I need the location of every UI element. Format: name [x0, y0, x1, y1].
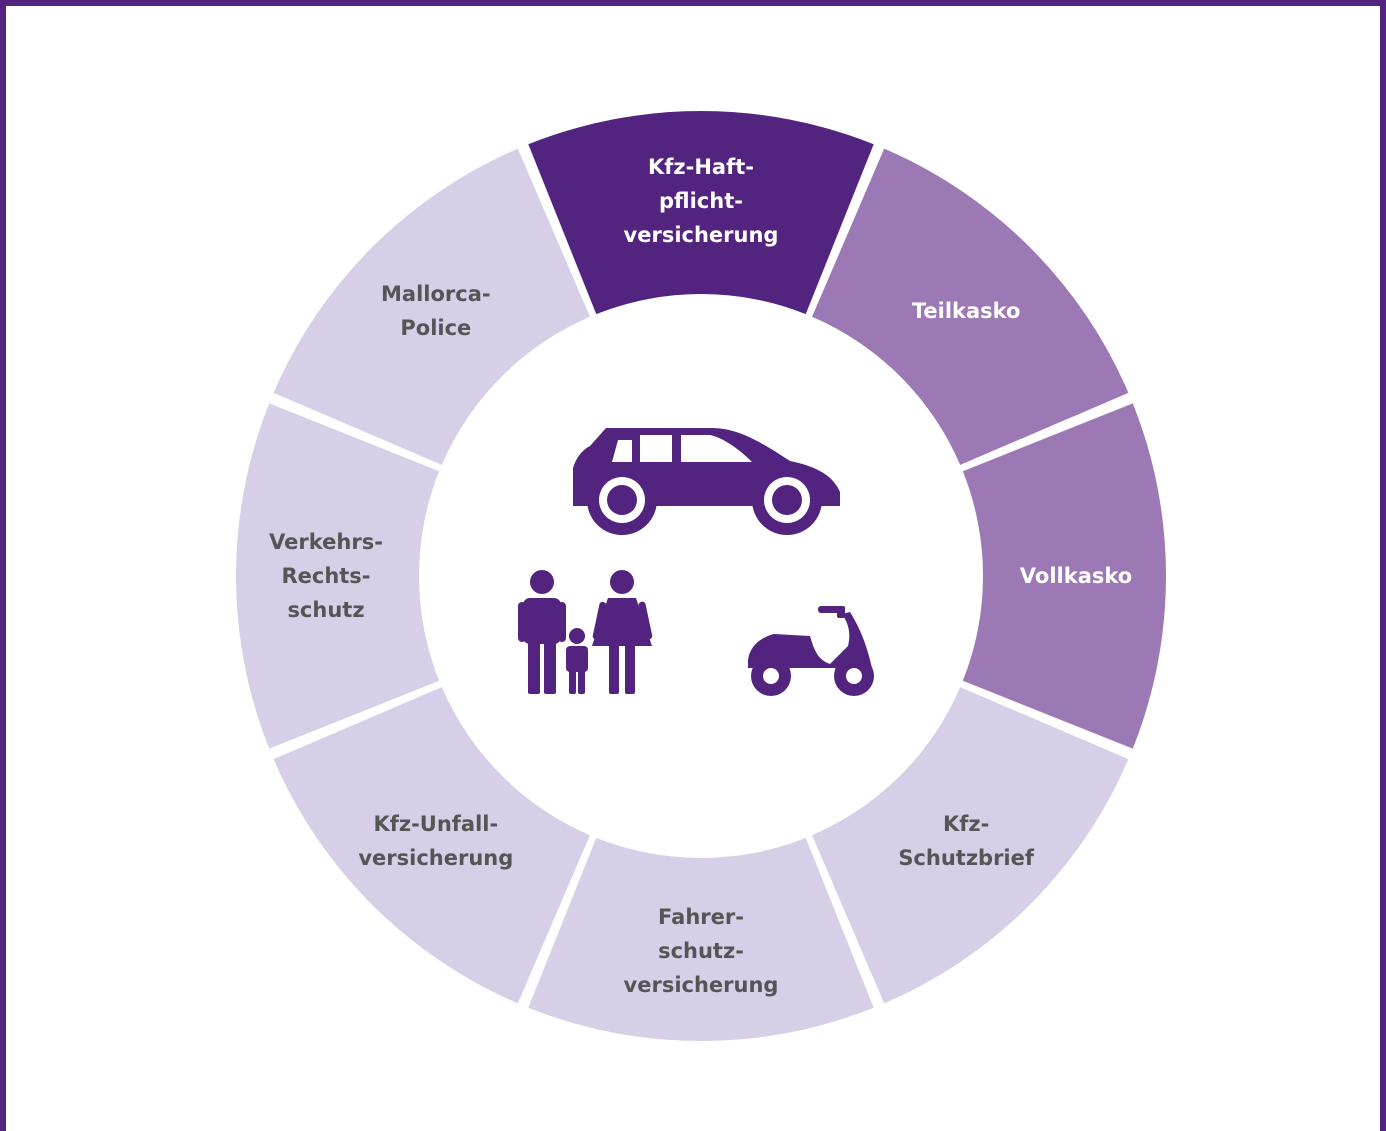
label-kfz-haftpflicht: Kfz-Haft-pflicht-versicherung [624, 155, 779, 247]
wheel-segments [235, 111, 1166, 1041]
label-line: pflicht- [659, 189, 743, 213]
segment-vollkasko [962, 403, 1166, 749]
segment-fahrerschutz [528, 837, 874, 1041]
label-line: Rechts- [281, 564, 370, 588]
segment-kfz-haftpflicht [528, 111, 874, 315]
label-line: Schutzbrief [898, 846, 1035, 870]
segment-kfz-schutzbrief [812, 687, 1129, 1004]
car-icon [573, 428, 840, 535]
label-line: versicherung [624, 223, 779, 247]
label-line: schutz [287, 598, 364, 622]
label-line: Kfz-Unfall- [373, 812, 498, 836]
label-line: Vollkasko [1020, 564, 1132, 588]
label-line: Teilkasko [912, 299, 1021, 323]
segment-kfz-unfall [273, 687, 590, 1004]
scooter-icon [748, 606, 874, 696]
label-kfz-unfall: Kfz-Unfall-versicherung [358, 812, 513, 870]
label-line: Kfz-Haft- [648, 155, 754, 179]
label-line: versicherung [358, 846, 513, 870]
label-line: Fahrer- [658, 905, 744, 929]
label-line: Verkehrs- [269, 530, 383, 554]
segment-mallorca-police [273, 148, 590, 465]
label-line: schutz- [658, 939, 744, 963]
segment-verkehrs-rechtsschutz [235, 403, 440, 749]
label-line: Police [400, 316, 471, 340]
label-kfz-schutzbrief: Kfz- Schutzbrief [898, 812, 1035, 870]
wheel-labels: Kfz-Haft-pflicht-versicherungTeilkaskoVo… [269, 155, 1132, 997]
label-line: versicherung [624, 973, 779, 997]
label-vollkasko: Vollkasko [1020, 564, 1132, 588]
label-line: Mallorca- [381, 282, 491, 306]
label-verkehrs-rechtsschutz: Verkehrs- Rechts-schutz [269, 530, 383, 622]
label-mallorca-police: Mallorca- Police [381, 282, 491, 340]
family-icon [518, 570, 653, 694]
label-line: Kfz- [943, 812, 989, 836]
label-fahrerschutz: Fahrer-schutz-versicherung [624, 905, 779, 997]
segment-teilkasko [812, 148, 1129, 465]
label-teilkasko: Teilkasko [912, 299, 1021, 323]
